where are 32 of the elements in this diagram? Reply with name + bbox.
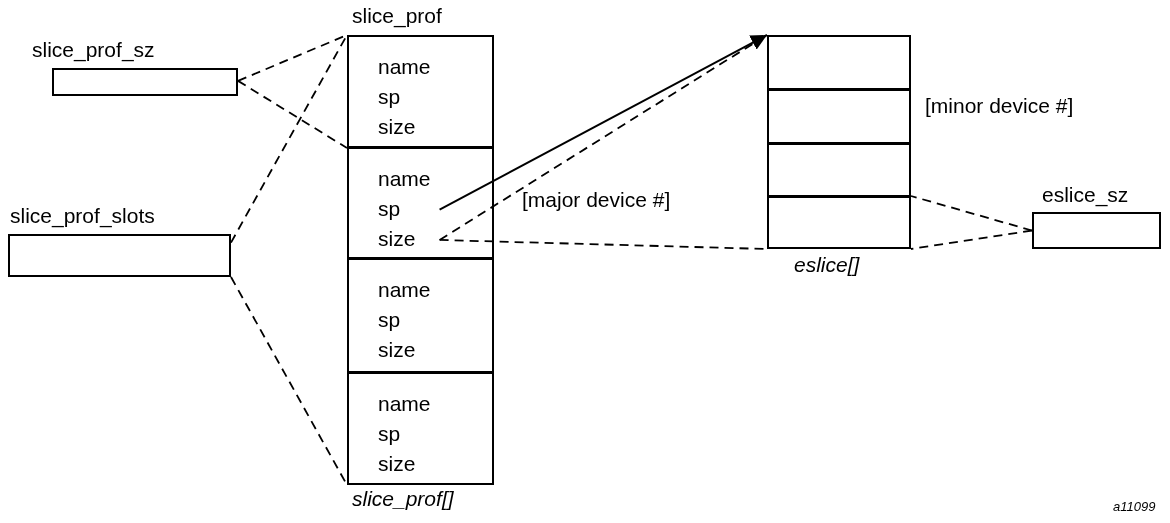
- field-name: name: [378, 278, 431, 302]
- array-slot: [767, 196, 911, 249]
- array-title: slice_prof: [352, 4, 442, 28]
- variable-name: slice_prof_slots: [10, 204, 155, 228]
- dashed-connector: [237, 79, 348, 149]
- array-slot: [767, 89, 911, 144]
- field-name: name: [378, 167, 431, 191]
- annotation-label: [minor device #]: [925, 94, 1074, 118]
- array-cell: [347, 147, 494, 259]
- field-name: size: [378, 338, 416, 362]
- field-name: size: [378, 227, 416, 251]
- field-name: sp: [378, 85, 401, 109]
- field-name: name: [378, 392, 431, 416]
- array-slot: [767, 35, 911, 90]
- array-cell: [347, 372, 494, 485]
- field-name: sp: [378, 308, 401, 332]
- figure-id: a11099: [1113, 498, 1156, 516]
- field-name: sp: [378, 422, 401, 446]
- array-cell: [347, 35, 494, 148]
- field-name: size: [378, 452, 416, 476]
- annotation-label: [major device #]: [522, 188, 671, 212]
- array-cell: [347, 258, 494, 373]
- field-name: name: [378, 55, 431, 79]
- variable-name: eslice_sz: [1042, 183, 1129, 207]
- array-name: eslice[]: [794, 253, 860, 277]
- dashed-connector: [910, 195, 1033, 232]
- array-slot: [767, 143, 911, 197]
- field-name: size: [378, 115, 416, 139]
- array-name: slice_prof[]: [352, 487, 454, 511]
- variable-name: slice_prof_sz: [32, 38, 155, 62]
- dashed-connector: [910, 229, 1033, 250]
- field-name: sp: [378, 197, 401, 221]
